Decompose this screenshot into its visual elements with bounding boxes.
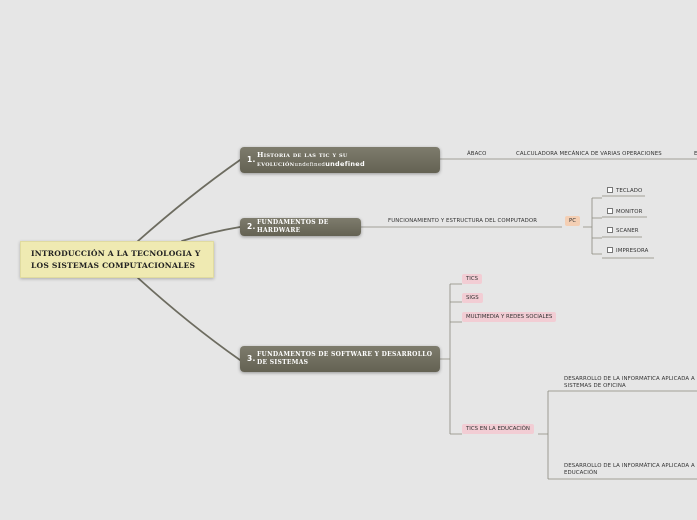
topic-title: FUNDAMENTOS DE SOFTWARE Y DESARROLLO DE … [257,351,433,366]
root-node[interactable]: INTRODUCCIÓN A LA TECNOLOGIA Y LOS SISTE… [20,241,214,278]
topic-number: 3. [247,354,256,363]
checkbox-monitor[interactable] [607,208,613,214]
topic-number: 1. [247,155,256,164]
topic-historia[interactable]: 1. Historia de las tic y su evoluciónund… [240,147,440,173]
topic3-bracket [440,283,462,435]
topic-title: FUNDAMENTOS DE HARDWARE [257,219,329,234]
tics-educacion-branch [538,390,697,480]
checkbox-impresora[interactable] [607,247,613,253]
node-next-partial[interactable]: E [694,151,697,157]
pc-branch-line [583,197,602,255]
node-scaner[interactable]: SCANER [616,228,639,234]
topic-hardware[interactable]: 2. FUNDAMENTOS DE HARDWARE [240,218,361,236]
topic-title: Historia de las tic y su evolución [257,151,348,168]
node-abaco[interactable]: ÁBACO [467,151,487,157]
node-sigs[interactable]: SIGS [462,293,483,303]
root-to-topic3-link [137,277,241,361]
topic-title-undefined: undefined [325,160,365,168]
node-desarrollo-oficina[interactable]: DESARROLLO DE LA INFORMATICA APLICADA A … [564,376,695,389]
node-funcionamiento[interactable]: FUNCIONAMIENTO Y ESTRUCTURA DEL COMPUTAD… [388,218,538,224]
topic-software[interactable]: 3. FUNDAMENTOS DE SOFTWARE Y DESARROLLO … [240,346,440,372]
node-desarrollo-educacion[interactable]: DESARROLLO DE LA INFORMÁTICA APLICADA A … [564,463,695,476]
root-to-topic2-link [181,226,241,242]
node-tics-educacion[interactable]: TICS EN LA EDUCACIÓN [462,424,534,434]
node-tics[interactable]: TICS [462,274,483,284]
checkbox-teclado[interactable] [607,187,613,193]
node-pc[interactable]: PC [565,216,581,226]
checkbox-scaner[interactable] [607,227,613,233]
root-to-topic1-link [137,159,241,242]
node-calculadora[interactable]: CALCULADORA MECÁNICA DE VARIAS OPERACION… [516,151,662,157]
node-monitor[interactable]: MONITOR [616,209,643,215]
root-title: INTRODUCCIÓN A LA TECNOLOGIA Y LOS SISTE… [31,249,201,270]
node-impresora[interactable]: IMPRESORA [616,248,649,254]
node-multimedia[interactable]: MULTIMEDIA Y REDES SOCIALES [462,312,557,322]
pc-item-underlines [602,195,654,259]
topic-number: 2. [247,222,256,231]
node-teclado[interactable]: TECLADO [616,188,643,194]
topic-title-undefined-small: undefined [294,162,326,168]
